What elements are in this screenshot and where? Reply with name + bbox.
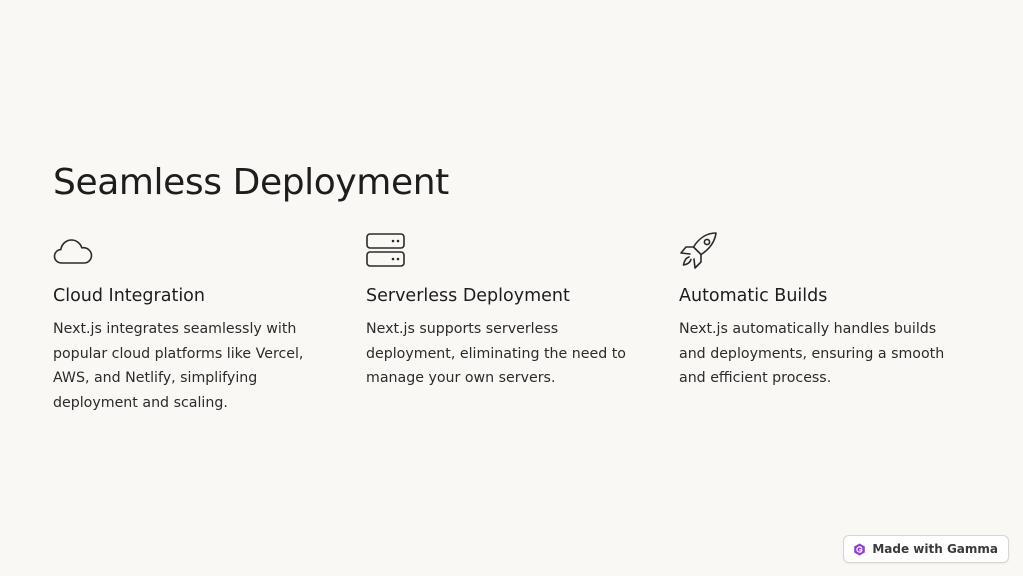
feature-title: Serverless Deployment — [366, 286, 570, 306]
server-icon — [366, 232, 406, 270]
made-with-gamma-badge[interactable]: Made with Gamma — [843, 535, 1009, 563]
gamma-logo-icon — [853, 543, 866, 556]
feature-cloud-integration: Cloud Integration Next.js integrates sea… — [53, 232, 333, 411]
feature-title: Automatic Builds — [679, 286, 828, 306]
slide-title: Seamless Deployment — [53, 162, 449, 203]
feature-description: Next.js automatically handles builds and… — [679, 321, 945, 386]
rocket-icon — [679, 232, 719, 270]
cloud-icon — [53, 232, 93, 270]
feature-description: Next.js integrates seamlessly with popul… — [53, 321, 304, 411]
feature-serverless-deployment: Serverless Deployment Next.js supports s… — [366, 232, 646, 386]
badge-label: Made with Gamma — [872, 542, 998, 556]
feature-automatic-builds: Automatic Builds Next.js automatically h… — [679, 232, 959, 386]
feature-title: Cloud Integration — [53, 286, 205, 306]
feature-description: Next.js supports serverless deployment, … — [366, 321, 626, 386]
